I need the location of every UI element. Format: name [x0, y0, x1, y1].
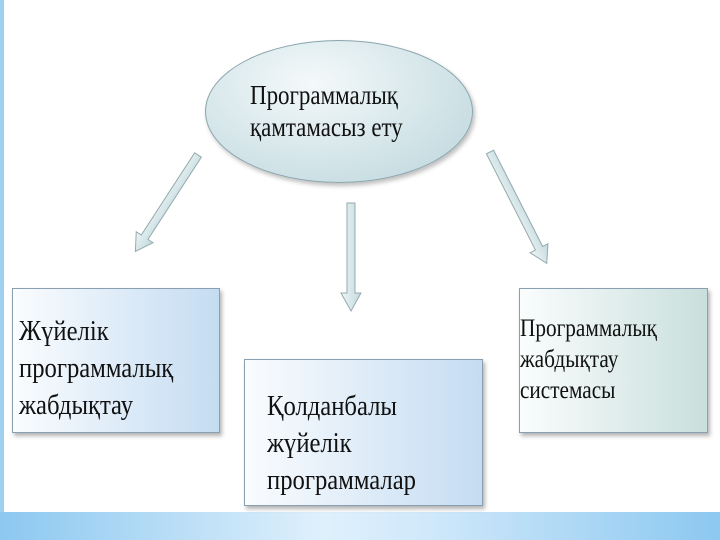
child-node-software-systems: Программалық жабдықтау системасы	[519, 288, 708, 433]
arrow-left	[134, 152, 203, 253]
child-node-application-software: Қолданбалы жүйелік программалар	[244, 359, 483, 506]
child-node-label: Қолданбалы жүйелік программалар	[267, 388, 416, 499]
label-line: жүйелік	[267, 427, 352, 459]
bottom-accent-band	[0, 512, 720, 540]
arrow-right	[485, 149, 549, 265]
root-line-2: қамтамасыз ету	[250, 112, 403, 142]
label-line: жабдықтау	[520, 346, 619, 373]
label-line: Қолданбалы	[267, 390, 397, 422]
child-node-label: Программалық жабдықтау системасы	[520, 313, 657, 406]
label-line: Жүйелік	[19, 315, 109, 347]
label-line: системасы	[520, 377, 616, 404]
label-line: программалық	[19, 352, 174, 384]
root-node-label: Программалық қамтамасыз ету	[250, 79, 403, 143]
child-node-label: Жүйелік программалық жабдықтау	[19, 313, 173, 424]
child-node-system-software: Жүйелік программалық жабдықтау	[12, 288, 220, 433]
root-node: Программалық қамтамасыз ету	[205, 40, 473, 183]
label-line: Программалық	[520, 315, 657, 342]
left-accent-bar	[0, 0, 4, 512]
root-line-1: Программалық	[250, 80, 398, 110]
arrow-center	[340, 202, 362, 313]
label-line: программалар	[267, 464, 416, 496]
label-line: жабдықтау	[19, 389, 134, 421]
